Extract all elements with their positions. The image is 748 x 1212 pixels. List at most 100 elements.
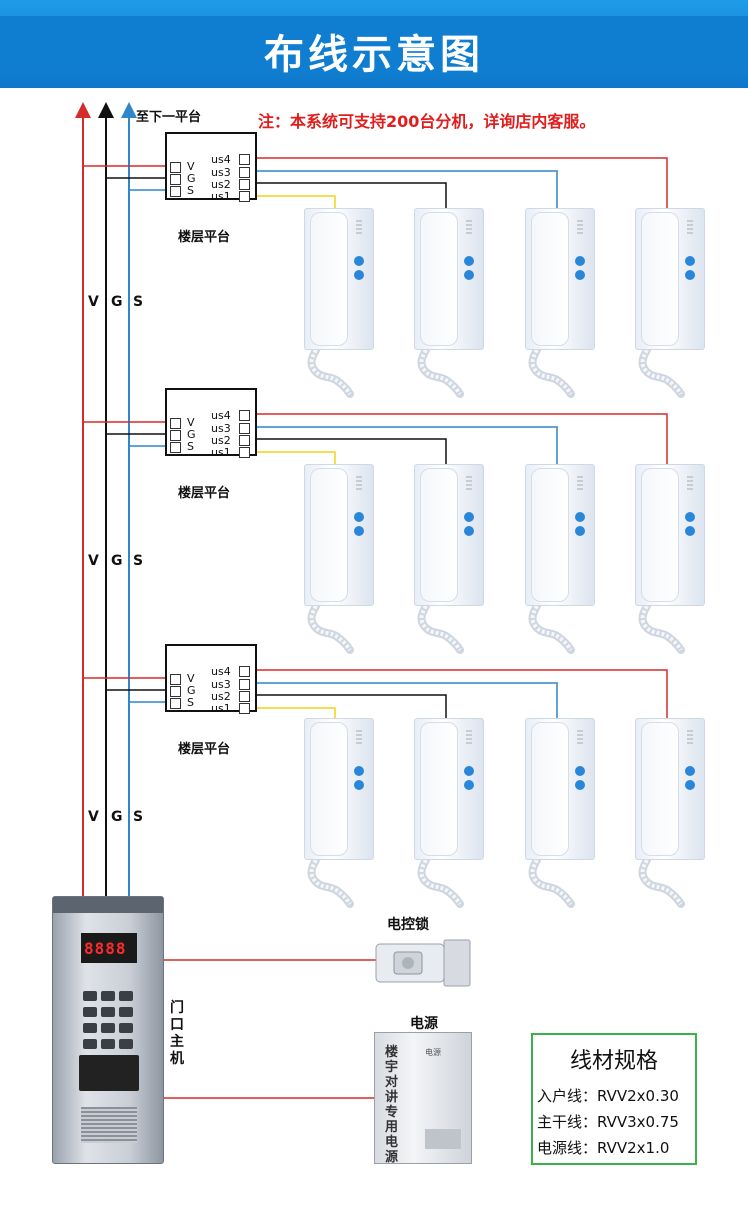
electric-lock xyxy=(375,939,471,987)
power-supply-plate xyxy=(425,1129,461,1149)
header-banner: 布线示意图 xyxy=(0,0,748,88)
next-platform-label: 至下一平台 xyxy=(136,110,202,125)
keypad-key xyxy=(101,991,115,1001)
terminal xyxy=(170,442,181,453)
terminal xyxy=(239,666,250,677)
lock-label: 电控锁 xyxy=(387,917,429,933)
spec-row: 主干线：RVV3x0.75 xyxy=(537,1113,679,1131)
intercom-handset xyxy=(304,464,374,654)
trunk-label-v: V xyxy=(88,294,99,310)
keypad-key xyxy=(101,1023,115,1033)
intercom-handset xyxy=(525,464,595,654)
terminal xyxy=(170,418,181,429)
terminal xyxy=(170,698,181,709)
intercom-handset xyxy=(414,464,484,654)
terminal-label: G xyxy=(187,172,196,185)
terminal xyxy=(239,191,250,202)
floor-platform-box: V G S us4 us3 us2 us1 xyxy=(165,132,257,203)
terminal xyxy=(239,447,250,458)
keypad-key xyxy=(101,1007,115,1017)
terminal-label: V xyxy=(187,160,195,173)
terminal-label: us3 xyxy=(211,422,231,435)
terminal xyxy=(239,679,250,690)
terminal xyxy=(239,167,250,178)
terminal-label: G xyxy=(187,428,196,441)
terminal xyxy=(170,162,181,173)
keypad-key xyxy=(83,991,97,1001)
page-title: 布线示意图 xyxy=(264,32,484,78)
intercom-handset xyxy=(414,208,484,398)
terminal-label: us3 xyxy=(211,166,231,179)
power-supply: 楼宇对讲专用电源 电源 xyxy=(374,1032,472,1165)
terminal-label: us4 xyxy=(211,665,231,678)
terminal-label: us2 xyxy=(211,178,231,191)
terminal xyxy=(170,430,181,441)
terminal-label: S xyxy=(187,184,194,197)
main-unit-digits: 8888 xyxy=(84,939,127,958)
header-bar xyxy=(0,16,748,74)
terminal-label: V xyxy=(187,672,195,685)
platform-3-wiring xyxy=(83,669,668,720)
terminal-label: S xyxy=(187,440,194,453)
terminal-label: us4 xyxy=(211,153,231,166)
trunk-label-g: G xyxy=(111,553,123,569)
intercom-handset xyxy=(304,718,374,908)
floor-platform-label: 楼层平台 xyxy=(178,486,231,501)
floor-platform-box: V G S us4 us3 us2 us1 xyxy=(165,388,257,459)
intercom-handset xyxy=(525,208,595,398)
terminal xyxy=(170,674,181,685)
intercom-handset xyxy=(635,464,705,654)
terminal-label: us3 xyxy=(211,678,231,691)
terminal-label: us4 xyxy=(211,409,231,422)
terminal-label: us1 xyxy=(211,190,231,203)
card-reader xyxy=(79,1055,139,1091)
intercom-handset xyxy=(414,718,484,908)
intercom-handset xyxy=(635,208,705,398)
system-note: 注：本系统可支持200台分机，详询店内客服。 xyxy=(258,112,596,131)
power-label: 电源 xyxy=(410,1016,438,1032)
terminal-label: S xyxy=(187,696,194,709)
keypad-key xyxy=(119,1007,133,1017)
intercom-handset xyxy=(635,718,705,908)
main-unit-label: 门口主机 xyxy=(170,1000,184,1067)
terminal xyxy=(239,410,250,421)
trunk-label-v: V xyxy=(88,809,99,825)
platform-1-wiring xyxy=(83,157,668,210)
keypad-key xyxy=(83,1023,97,1033)
trunk-label-g: G xyxy=(111,294,123,310)
floor-platform-box: V G S us4 us3 us2 us1 xyxy=(165,644,257,715)
trunk-label-s: S xyxy=(133,809,144,825)
main-unit-display xyxy=(81,933,137,963)
intercom-handset xyxy=(304,208,374,398)
terminal xyxy=(170,174,181,185)
trunk-label-s: S xyxy=(133,294,144,310)
keypad-key xyxy=(83,1039,97,1049)
keypad-key xyxy=(119,991,133,1001)
terminal xyxy=(239,703,250,714)
spec-row: 电源线：RVV2x1.0 xyxy=(537,1139,670,1157)
terminal xyxy=(239,423,250,434)
terminal-label: us2 xyxy=(211,690,231,703)
terminal xyxy=(170,186,181,197)
spec-row: 入户线：RVV2x0.30 xyxy=(537,1087,679,1105)
cable-spec-box: 线材规格 入户线：RVV2x0.30 主干线：RVV3x0.75 电源线：RVV… xyxy=(531,1033,697,1165)
door-main-unit: 8888 xyxy=(52,896,164,1164)
terminal xyxy=(239,691,250,702)
main-unit-top xyxy=(53,897,163,913)
terminal-label: us1 xyxy=(211,446,231,459)
terminal-label: us1 xyxy=(211,702,231,715)
terminal xyxy=(239,435,250,446)
trunk-label-v: V xyxy=(88,553,99,569)
terminal xyxy=(239,154,250,165)
keypad-key xyxy=(119,1039,133,1049)
intercom-handset xyxy=(525,718,595,908)
terminal-label: us2 xyxy=(211,434,231,447)
speaker-grill xyxy=(81,1107,137,1143)
terminal-label: G xyxy=(187,684,196,697)
platform-2-wiring xyxy=(83,413,668,466)
spec-heading: 线材规格 xyxy=(569,1049,658,1074)
power-supply-text: 楼宇对讲专用电源 xyxy=(385,1045,399,1165)
keypad-key xyxy=(83,1007,97,1017)
terminal xyxy=(170,686,181,697)
